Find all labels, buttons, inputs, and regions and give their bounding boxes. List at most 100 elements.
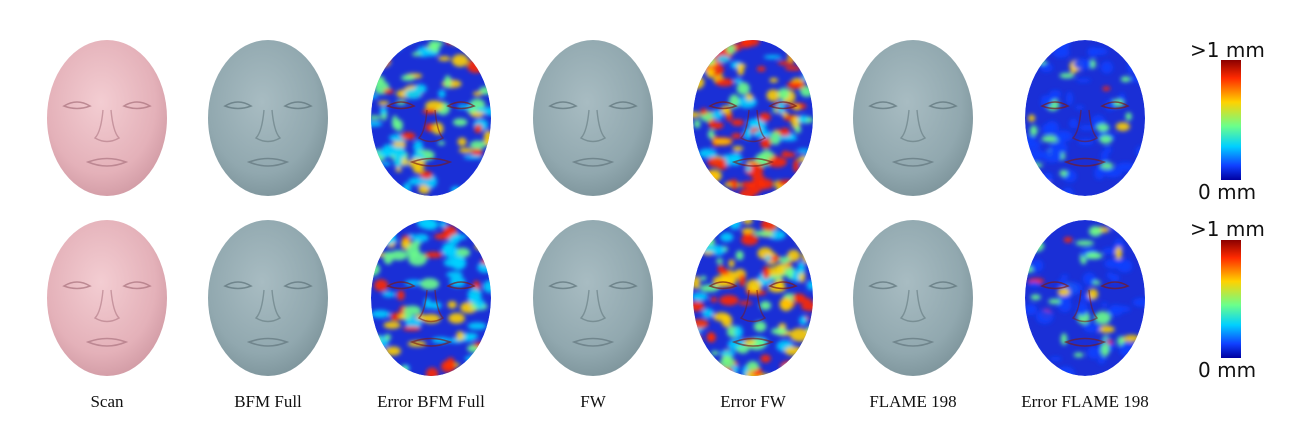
error-spot: [1110, 273, 1120, 283]
mesh-face-surface: [208, 40, 328, 196]
error-spot: [777, 60, 795, 66]
error-spot: [1104, 146, 1112, 154]
error-spot: [477, 229, 491, 244]
error-spot: [474, 242, 489, 251]
error-spot: [719, 350, 736, 357]
error-spot: [1100, 61, 1114, 74]
nose-mark: [93, 109, 121, 143]
error-spot: [1097, 325, 1115, 333]
error-spot: [444, 75, 452, 89]
error-spot: [478, 179, 491, 190]
error-spot: [1031, 362, 1044, 374]
error-spot: [763, 54, 782, 59]
eye-mark: [1040, 281, 1070, 290]
error-spot: [1026, 240, 1045, 252]
error-spot: [411, 52, 422, 57]
error-spot: [787, 368, 805, 375]
error-spot: [1040, 63, 1053, 73]
error-spot: [479, 241, 489, 246]
error-spot: [1100, 162, 1114, 170]
error-spot: [422, 109, 437, 115]
error-spot: [480, 162, 489, 169]
colorbars: [1221, 60, 1241, 358]
error-spot: [734, 325, 743, 339]
error-spot: [371, 56, 391, 68]
error-spot: [1025, 303, 1037, 316]
error-spot: [1028, 114, 1036, 122]
error-spot: [1120, 222, 1128, 234]
error-spot: [802, 71, 811, 82]
error-spot: [693, 46, 713, 52]
error-spot: [1132, 297, 1145, 307]
error-spot: [378, 232, 396, 245]
column-label-error-fw: Error FW: [720, 392, 786, 411]
eye-mark: [708, 281, 738, 290]
error-spot: [1048, 298, 1061, 305]
scan-face-surface: [47, 40, 167, 196]
error-spot: [437, 141, 446, 146]
error-spot: [473, 342, 487, 348]
error-spot: [445, 40, 454, 45]
mesh-face-surface: [853, 220, 973, 376]
error-spot: [738, 273, 746, 287]
error-spot: [1111, 305, 1131, 313]
face-render: [693, 220, 813, 376]
error-spot: [1069, 118, 1078, 129]
error-spot: [1092, 280, 1101, 285]
eye-mark: [386, 281, 416, 290]
error-spot: [800, 302, 813, 312]
error-spot: [391, 115, 399, 130]
error-spot: [796, 148, 811, 154]
face-features: [548, 281, 638, 347]
error-spot: [766, 89, 781, 102]
eye-mark: [122, 101, 152, 110]
error-spot: [1052, 47, 1070, 58]
eye-mark: [122, 281, 152, 290]
error-spot: [1088, 226, 1102, 237]
error-spot: [399, 365, 408, 375]
error-spot: [390, 312, 401, 321]
error-spot: [1030, 57, 1041, 62]
error-spot: [383, 251, 394, 265]
error-spot: [371, 115, 382, 120]
error-spot: [782, 364, 797, 375]
error-spot: [770, 327, 788, 335]
error-spot: [780, 127, 790, 138]
face-render: [853, 220, 973, 376]
error-spot: [792, 276, 800, 283]
eye-mark: [768, 281, 798, 290]
mouth-mark: [85, 337, 129, 347]
error-spot: [728, 259, 735, 268]
error-spot: [389, 250, 408, 261]
error-spot: [438, 89, 446, 99]
error-spot: [693, 241, 705, 252]
error-spot: [787, 52, 795, 63]
error-spot: [735, 250, 744, 261]
mouth-mark: [1063, 337, 1107, 347]
error-spot: [1065, 282, 1083, 295]
error-spot: [715, 78, 734, 87]
error-spot: [450, 234, 468, 240]
error-spot: [736, 344, 750, 354]
error-spot: [806, 325, 813, 336]
error-spot: [797, 115, 808, 123]
mouth-mark: [409, 337, 453, 347]
error-spot: [377, 149, 397, 157]
error-spot: [720, 268, 730, 276]
error-spot: [371, 234, 380, 247]
nose-mark: [579, 289, 607, 323]
error-spot: [787, 266, 794, 280]
error-spot: [1135, 146, 1145, 158]
error-spot: [693, 301, 705, 312]
error-spot: [693, 41, 705, 50]
error-spot: [710, 296, 718, 303]
error-spot: [463, 155, 483, 160]
error-spot: [736, 63, 747, 69]
error-spot: [787, 249, 801, 262]
error-spot: [696, 55, 715, 66]
error-spot: [719, 294, 739, 306]
error-spot: [719, 232, 734, 242]
error-spot: [371, 334, 382, 345]
error-spot: [1038, 177, 1051, 183]
